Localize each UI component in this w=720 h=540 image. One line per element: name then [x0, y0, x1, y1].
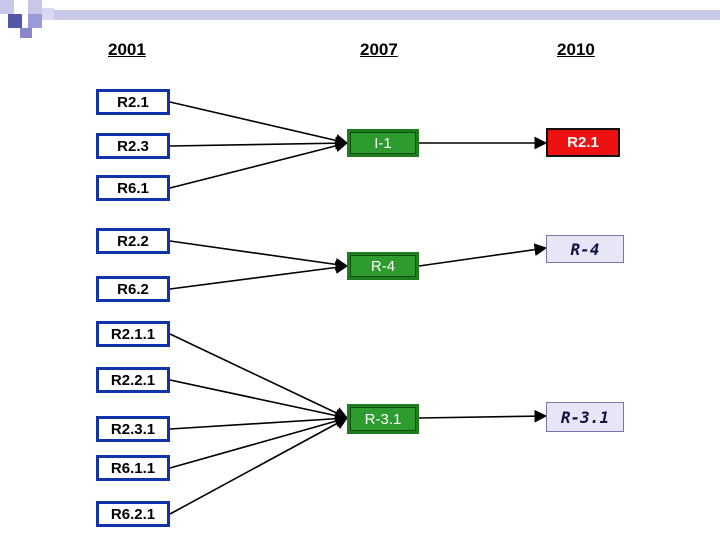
top-band — [54, 10, 720, 20]
node-2001-r2-2-1: R2.2.1 — [96, 367, 170, 393]
arrow-2001-to-2007 — [169, 333, 349, 419]
node-2001-r2-1: R2.1 — [96, 89, 170, 115]
node-2007-i-1: I-1 — [347, 129, 419, 157]
arrow-2001-to-2007 — [169, 139, 349, 189]
node-2001-r2-3: R2.3 — [96, 133, 170, 159]
arrow-2007-to-2010 — [418, 409, 548, 423]
node-2007-r-3-1: R-3.1 — [347, 404, 419, 434]
arrow-2001-to-2007 — [169, 101, 349, 147]
node-2010-r-4: R-4 — [546, 235, 624, 263]
header-2007: 2007 — [360, 40, 398, 59]
node-2001-r2-2: R2.2 — [96, 228, 170, 254]
arrow-2001-to-2007 — [169, 136, 349, 150]
header-2010: 2010 — [557, 40, 595, 59]
header-2001: 2001 — [108, 40, 146, 59]
node-2001-r2-3-1: R2.3.1 — [96, 416, 170, 442]
arrow-2001-to-2007 — [169, 261, 349, 290]
node-2010-r2-1: R2.1 — [546, 128, 620, 157]
arrow-2007-to-2010 — [418, 243, 548, 267]
arrow-2001-to-2007 — [169, 240, 349, 271]
arrow-2001-to-2007 — [169, 417, 349, 515]
arrow-2001-to-2007 — [169, 412, 349, 430]
node-2001-r6-1-1: R6.1.1 — [96, 455, 170, 481]
corner-decoration — [0, 0, 60, 40]
node-2001-r6-1: R6.1 — [96, 175, 170, 201]
arrow-2001-to-2007 — [169, 414, 349, 469]
arrow-2001-to-2007 — [169, 379, 349, 422]
node-2007-r-4: R-4 — [347, 252, 419, 280]
node-2001-r2-1-1: R2.1.1 — [96, 321, 170, 347]
node-2001-r6-2: R6.2 — [96, 276, 170, 302]
node-2010-r-3-1: R-3.1 — [546, 402, 624, 432]
node-2001-r6-2-1: R6.2.1 — [96, 501, 170, 527]
